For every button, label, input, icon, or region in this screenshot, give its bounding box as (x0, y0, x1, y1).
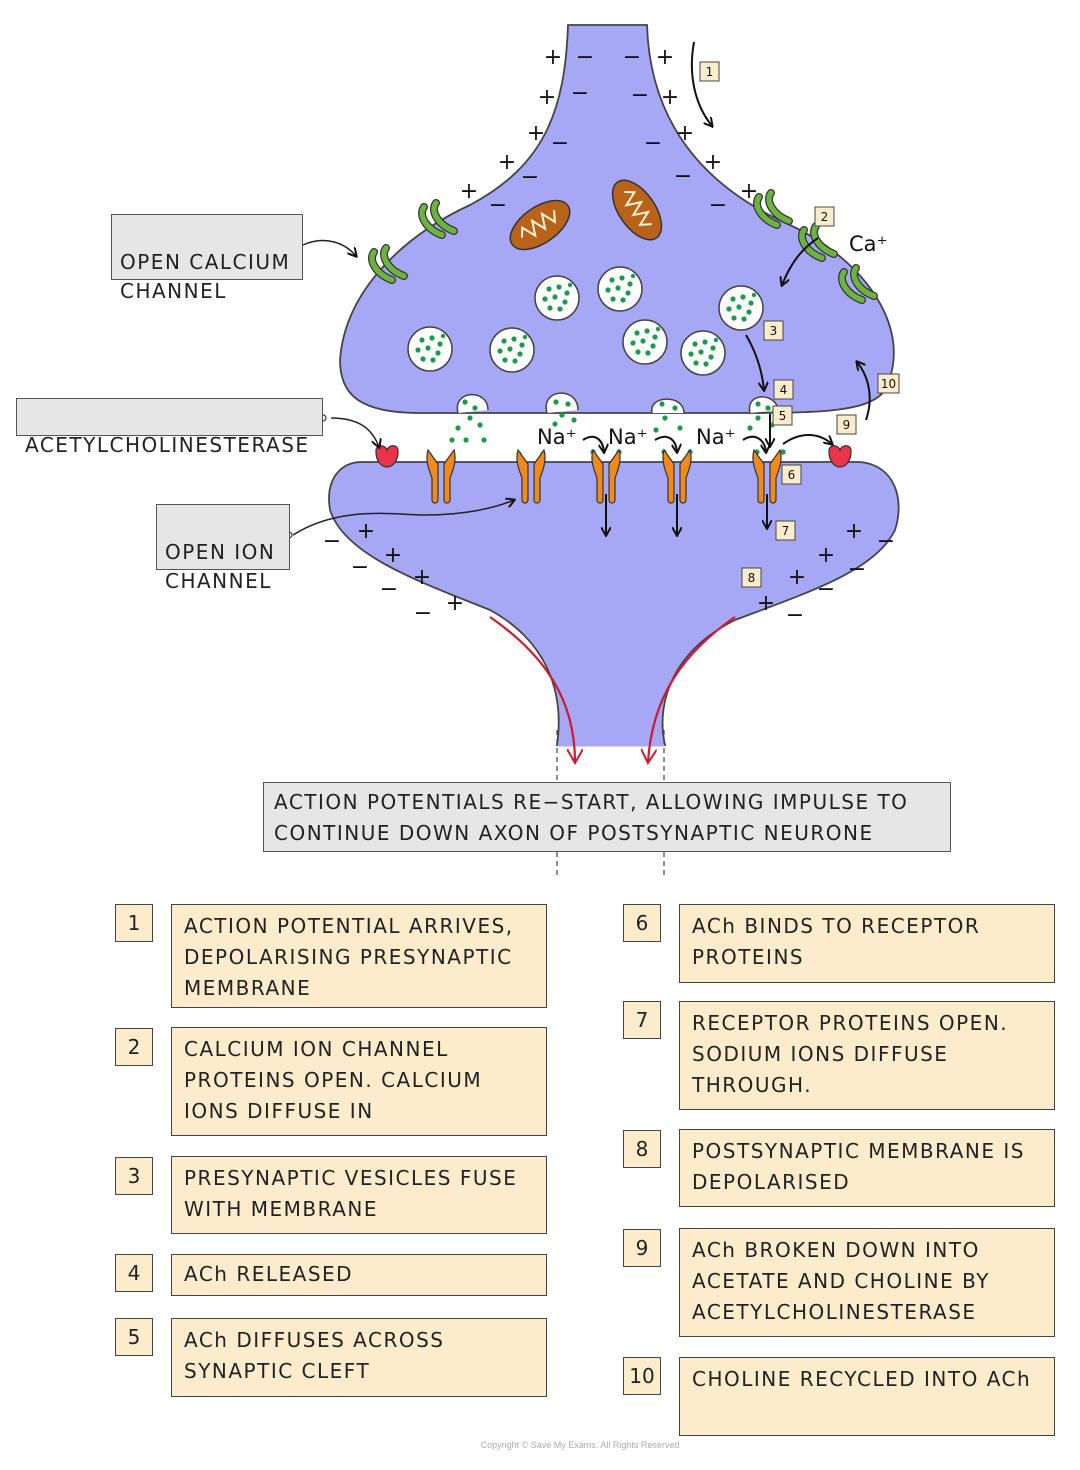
step-description: POSTSYNAPTIC MEMBRANE IS DEPOLARISED (679, 1129, 1055, 1207)
vesicle-icon (407, 326, 453, 372)
diagram-step-marker: 9 (843, 418, 851, 432)
step-number: 9 (623, 1229, 661, 1267)
copyright-notice: Copyright © Save My Exams. All Rights Re… (480, 1440, 680, 1450)
minus-sign: − (576, 45, 594, 70)
label-open-ion-channel: OPEN ION CHANNEL (156, 504, 290, 593)
plus-sign: + (757, 591, 775, 616)
vesicle-icon (718, 285, 764, 331)
plus-sign: + (656, 45, 674, 70)
step-number: 4 (115, 1254, 153, 1292)
minus-sign: − (848, 557, 866, 582)
minus-sign: − (877, 529, 895, 554)
minus-sign: − (351, 555, 369, 580)
step-description: ACh BINDS TO RECEPTOR PROTEINS (679, 904, 1055, 983)
diagram-step-marker: 5 (779, 409, 787, 423)
minus-sign: − (623, 45, 641, 70)
vesicle-icon (622, 319, 668, 365)
step-number: 7 (623, 1001, 661, 1039)
minus-sign: − (817, 577, 835, 602)
label-acetylcholinesterase: ACETYLCHOLINESTERASE (16, 398, 323, 457)
na-ion-label: Na⁺ (537, 425, 577, 449)
plus-sign: + (384, 543, 402, 568)
label-text: ACETYLCHOLINESTERASE (25, 433, 310, 457)
plus-sign: + (661, 85, 679, 110)
step-description: ACh DIFFUSES ACROSS SYNAPTIC CLEFT (171, 1318, 547, 1397)
diagram-step-marker: 6 (788, 468, 796, 482)
minus-sign: − (674, 164, 692, 189)
label-open-calcium-channel: OPEN CALCIUM CHANNEL (111, 214, 303, 303)
synapse-diagram: + − − + + − − + + − − + + − − + + − − + … (285, 24, 900, 875)
step-number: 2 (115, 1028, 153, 1066)
minus-sign: − (489, 193, 507, 218)
step-description: ACh BROKEN DOWN INTO ACETATE AND CHOLINE… (679, 1228, 1055, 1337)
action-potential-callout: ACTION POTENTIALS RE−START, ALLOWING IMP… (263, 782, 951, 852)
minus-sign: − (380, 577, 398, 602)
minus-sign: − (644, 131, 662, 156)
step-description: ACTION POTENTIAL ARRIVES, DEPOLARISING P… (171, 904, 547, 1008)
plus-sign: + (413, 565, 431, 590)
vesicle-icon (534, 275, 580, 321)
step-number: 3 (115, 1157, 153, 1195)
step-number: 1 (115, 904, 153, 942)
minus-sign: − (786, 603, 804, 628)
diagram-step-marker: 3 (770, 324, 778, 338)
step-description: PRESYNAPTIC VESICLES FUSE WITH MEMBRANE (171, 1156, 547, 1234)
step-number: 6 (623, 904, 661, 942)
na-ion-label: Na⁺ (696, 425, 736, 449)
ca-ion-label: Ca⁺ (849, 232, 888, 256)
step-number: 10 (623, 1357, 661, 1395)
plus-sign: + (544, 45, 562, 70)
minus-sign: − (709, 193, 727, 218)
minus-sign: − (521, 165, 539, 190)
plus-sign: + (704, 150, 722, 175)
step-number: 8 (623, 1130, 661, 1168)
minus-sign: − (631, 83, 649, 108)
plus-sign: + (460, 179, 478, 204)
step-description: ACh RELEASED (171, 1254, 547, 1296)
na-ion-label: Na⁺ (608, 425, 648, 449)
vesicle-icon (597, 266, 643, 312)
plus-sign: + (676, 121, 694, 146)
minus-sign: − (551, 131, 569, 156)
mitochondrion-icon (611, 179, 663, 241)
step-description: RECEPTOR PROTEINS OPEN. SODIUM IONS DIFF… (679, 1001, 1055, 1110)
plus-sign: + (538, 85, 556, 110)
minus-sign: − (323, 529, 341, 554)
process-arrows (582, 41, 871, 535)
callout-text: ACTION POTENTIALS RE−START, ALLOWING IMP… (274, 790, 909, 845)
plus-sign: + (845, 519, 863, 544)
step-number: 5 (115, 1318, 153, 1356)
plus-sign: + (740, 179, 758, 204)
minus-sign: − (571, 81, 589, 106)
plus-sign: + (817, 543, 835, 568)
diagram-step-marker: 8 (748, 571, 756, 585)
mitochondrion-icon (509, 199, 571, 251)
vesicle-icon (680, 330, 726, 376)
calcium-channel-icon (757, 193, 789, 225)
plus-sign: + (446, 591, 464, 616)
diagram-step-marker: 4 (780, 383, 788, 397)
plus-sign: + (788, 565, 806, 590)
plus-sign: + (527, 121, 545, 146)
plus-sign: + (357, 519, 375, 544)
label-text: OPEN ION CHANNEL (165, 540, 276, 593)
postsynaptic-neurone (328, 461, 900, 746)
label-text: OPEN CALCIUM CHANNEL (120, 250, 291, 303)
diagram-step-marker: 7 (782, 524, 790, 538)
diagram-step-marker: 1 (706, 65, 714, 79)
diagram-step-marker: 2 (821, 210, 829, 224)
calcium-channel-icon (802, 226, 834, 258)
minus-sign: − (414, 601, 432, 626)
step-description: CHOLINE RECYCLED INTO ACh (679, 1357, 1055, 1436)
step-description: CALCIUM ION CHANNEL PROTEINS OPEN. CALCI… (171, 1027, 547, 1136)
vesicle-icon (489, 327, 535, 373)
calcium-channel-icon (842, 268, 874, 300)
plus-sign: + (498, 150, 516, 175)
diagram-step-marker: 10 (881, 377, 896, 391)
